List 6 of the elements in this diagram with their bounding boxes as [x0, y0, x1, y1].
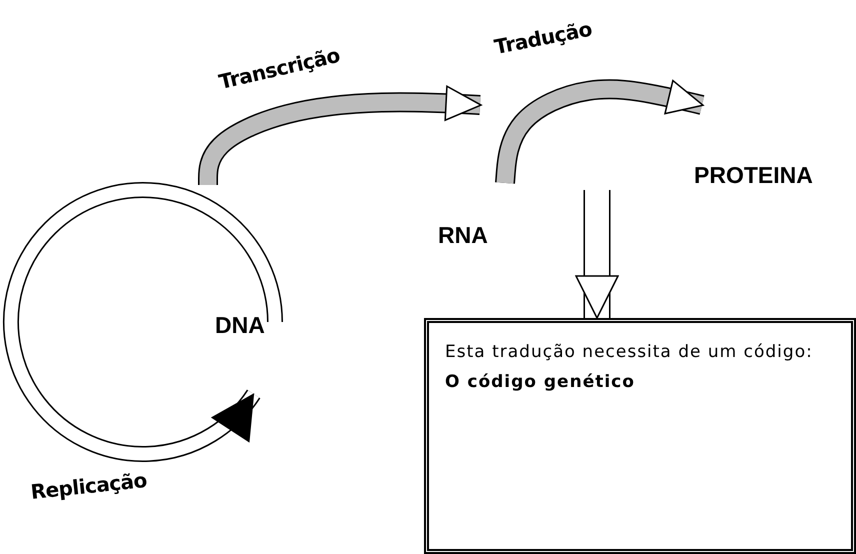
term-label: RNA [438, 222, 488, 249]
edge-label: Replicação [30, 468, 148, 504]
text-box: Esta tradução necessita de um código: O código genético [424, 318, 856, 554]
term-label: PROTEINA [694, 162, 813, 189]
term-label: DNA [215, 312, 265, 339]
edge-label: Tradução [492, 16, 594, 59]
